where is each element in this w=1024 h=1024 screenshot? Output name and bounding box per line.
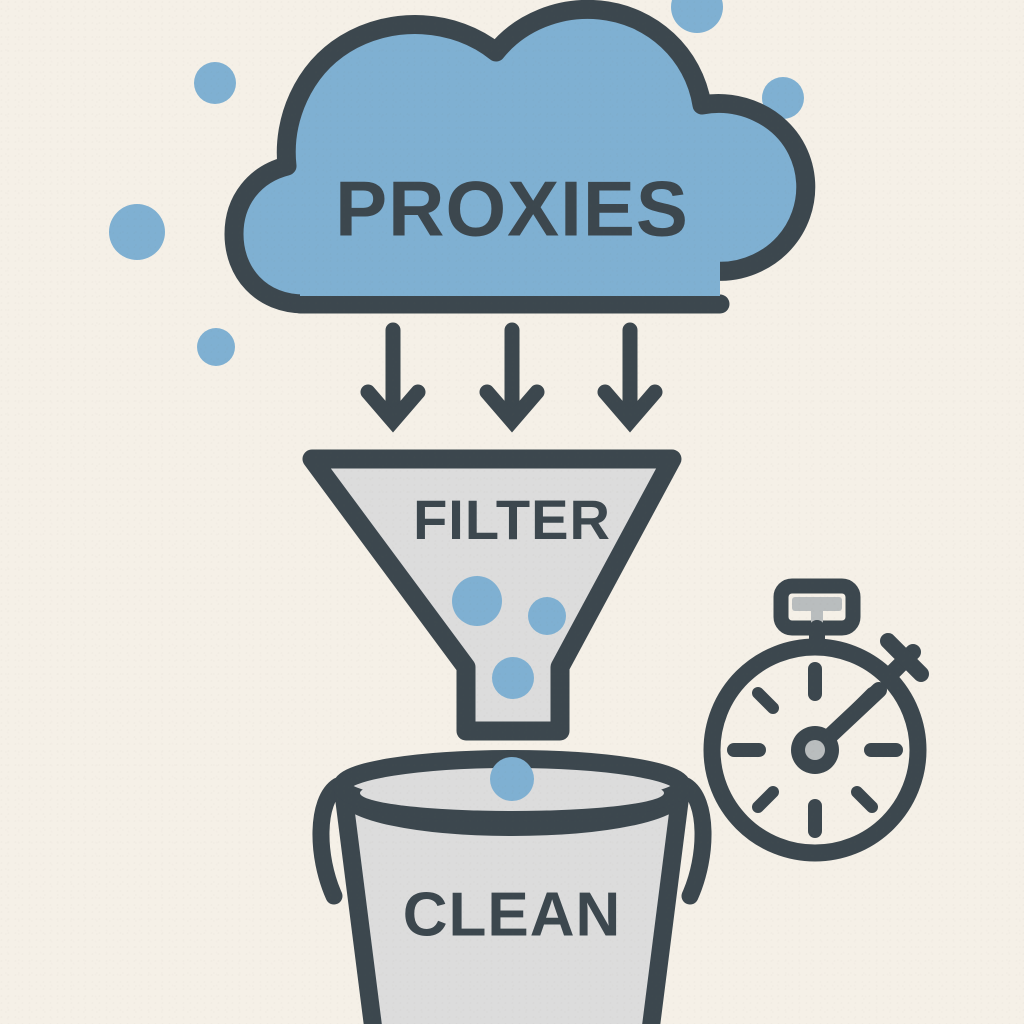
stopwatch-tick-minor [752,687,779,714]
background-dot [762,77,804,119]
cloud-fill-base [300,250,720,296]
background-dot [197,328,235,366]
stopwatch-tick-minor [752,786,779,813]
stopwatch-crown-inner-bar [792,597,842,611]
flow-arrow-down-icon [360,322,426,433]
funnel-particles-group [452,576,566,699]
bucket-handle-left [312,777,347,905]
bucket-rim-particle [490,757,534,801]
bucket-handle-right [677,777,712,905]
stopwatch-tick-minor [851,786,878,813]
cloud-shape: PROXIES [224,0,816,314]
background-dot [109,204,165,260]
background-dot [194,62,236,104]
background-dots-group [109,0,804,366]
flow-arrow-down-icon [597,322,663,433]
funnel-particle [492,657,534,699]
funnel-label: FILTER [413,488,611,551]
stopwatch-hub-center [805,740,825,760]
bucket-label: CLEAN [403,880,622,949]
bucket-shape: CLEAN [312,750,712,1024]
stopwatch-icon [703,578,929,862]
cloud-label: PROXIES [335,165,689,253]
funnel-particle [452,576,502,626]
funnel-shape: FILTER [302,449,682,741]
cloud-body [224,0,816,314]
background-dot [671,0,723,33]
flow-arrows-group [360,322,663,433]
funnel-particle [528,597,566,635]
flow-arrow-down-icon [479,322,545,433]
